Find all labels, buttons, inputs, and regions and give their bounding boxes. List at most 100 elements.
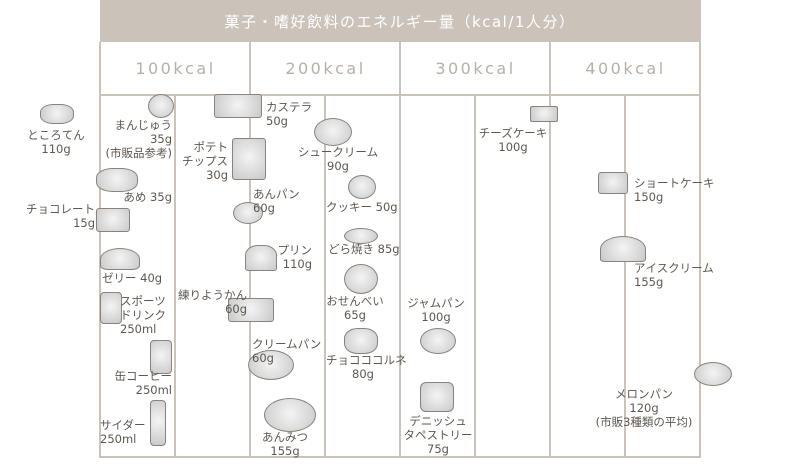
food-amount: 250ml bbox=[100, 432, 137, 446]
band-400kcal: 400kcal bbox=[585, 59, 666, 78]
grid-divider bbox=[549, 42, 551, 458]
grid-divider bbox=[699, 0, 701, 458]
grid-rule bbox=[100, 94, 700, 96]
food-amount: 60g bbox=[252, 351, 274, 365]
cream-bun-icon bbox=[248, 350, 294, 380]
food-amount: 35g bbox=[150, 132, 172, 146]
food-amount: 150g bbox=[634, 190, 664, 204]
danish-icon bbox=[420, 382, 454, 412]
food-name: ゼリー 40g bbox=[102, 271, 163, 285]
food-item: クッキー 50g bbox=[326, 200, 398, 214]
food-name: まんじゅう bbox=[114, 118, 173, 132]
grid-rule bbox=[100, 456, 700, 458]
food-name: クリームパン bbox=[252, 337, 322, 351]
senbei-icon bbox=[344, 264, 378, 294]
food-name: アイスクリーム bbox=[634, 261, 714, 275]
food-name: ショートケーキ bbox=[634, 176, 715, 190]
food-amount: 100g bbox=[421, 310, 451, 324]
food-amount: 60g bbox=[253, 201, 275, 215]
jelly-icon bbox=[100, 248, 140, 270]
manju-icon bbox=[148, 94, 174, 118]
food-name: チーズケーキ bbox=[478, 126, 548, 140]
grid-divider bbox=[399, 42, 401, 458]
chart-title: 菓子・嗜好飲料のエネルギー量（kcal/1人分） bbox=[100, 0, 700, 42]
anmitsu-icon bbox=[264, 398, 316, 432]
food-name: カステラ bbox=[266, 100, 312, 114]
food-amount: チップス bbox=[182, 154, 228, 168]
food-note: 250ml bbox=[120, 322, 157, 336]
food-item: あめ 35g bbox=[100, 190, 172, 204]
potato-chips-icon bbox=[232, 138, 266, 180]
yokan-icon bbox=[228, 298, 274, 322]
food-name: サイダー bbox=[100, 418, 146, 432]
food-amount: 60g bbox=[225, 302, 247, 316]
food-amount: 120g bbox=[629, 401, 659, 415]
choco-cornet-icon bbox=[344, 328, 378, 354]
food-amount: 250ml bbox=[135, 383, 172, 397]
melon-bun-icon bbox=[694, 362, 732, 386]
food-amount: 50g bbox=[266, 114, 288, 128]
food-name: おせんべい bbox=[326, 294, 384, 308]
food-amount: 80g bbox=[352, 367, 374, 381]
food-amount: ドリンク bbox=[120, 308, 166, 322]
food-note: (市販品参考) bbox=[105, 146, 172, 160]
food-name: あめ 35g bbox=[123, 190, 172, 204]
band-100kcal: 100kcal bbox=[135, 59, 216, 78]
food-name: ポテト bbox=[193, 140, 229, 154]
food-name: 缶コーヒー bbox=[114, 369, 173, 383]
food-name: プリン bbox=[277, 243, 313, 257]
food-name: シュークリーム bbox=[297, 145, 379, 159]
ice-cream-icon bbox=[600, 236, 646, 262]
cookie-icon bbox=[348, 175, 376, 199]
food-name: どら焼き 85g bbox=[328, 242, 400, 256]
food-name: スポーツ bbox=[120, 294, 166, 308]
jam-bun-icon bbox=[420, 328, 456, 354]
food-note: 75g bbox=[427, 442, 449, 456]
cheesecake-icon bbox=[530, 106, 558, 122]
grid-divider bbox=[324, 95, 326, 458]
food-item: ゼリー 40g bbox=[102, 271, 172, 285]
canned-coffee-icon bbox=[150, 340, 172, 374]
tokoroten-icon bbox=[40, 104, 74, 124]
sports-drink-icon bbox=[100, 292, 122, 324]
chocolate-icon bbox=[96, 208, 130, 232]
food-item: どら焼き 85g bbox=[328, 242, 400, 256]
food-amount: 155g bbox=[270, 444, 300, 458]
food-name: 練りようかん bbox=[178, 288, 247, 302]
grid-divider bbox=[174, 95, 176, 458]
food-amount: 65g bbox=[344, 308, 366, 322]
food-name: チョコレート bbox=[26, 202, 95, 216]
food-amount: 90g bbox=[327, 159, 349, 173]
food-name: メロンパン bbox=[614, 387, 674, 401]
food-name: ところてん bbox=[27, 128, 85, 142]
food-name: ジャムパン bbox=[407, 296, 465, 310]
band-300kcal: 300kcal bbox=[435, 59, 516, 78]
food-note: (市販3種類の平均) bbox=[595, 415, 693, 429]
food-name: クッキー 50g bbox=[326, 200, 398, 214]
pudding-icon bbox=[245, 245, 277, 271]
dorayaki-icon bbox=[344, 228, 378, 244]
castella-icon bbox=[214, 94, 262, 118]
cider-icon bbox=[150, 400, 166, 446]
food-amount: 110g bbox=[282, 257, 312, 271]
food-amount: 15g bbox=[73, 216, 95, 230]
grid-divider bbox=[624, 95, 626, 458]
